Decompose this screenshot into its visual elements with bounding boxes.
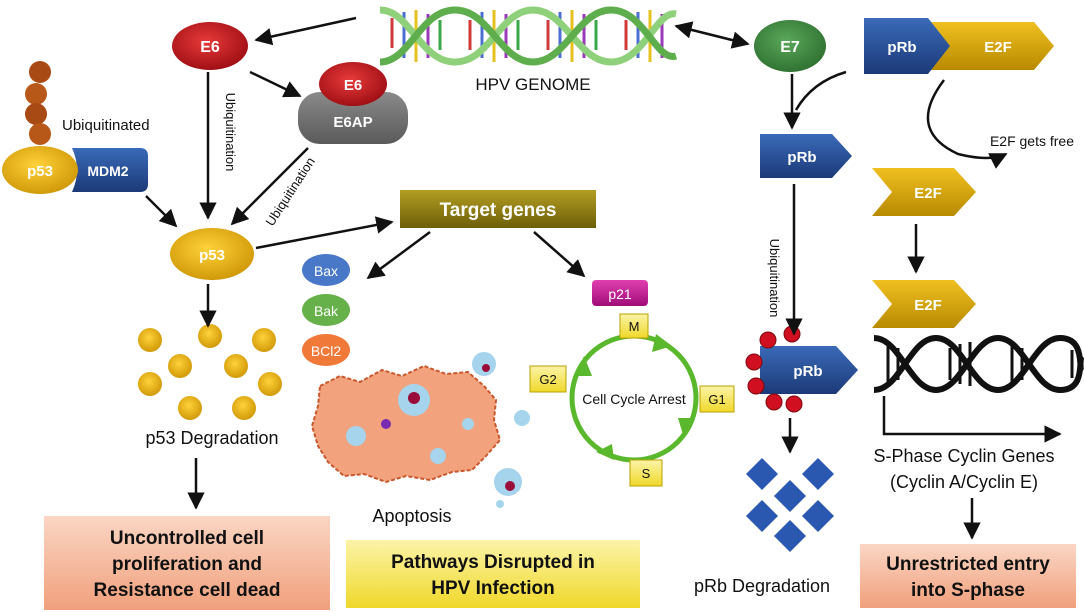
arrow-e2f-gets-free — [926, 79, 1008, 169]
cell-cycle-arrowheads-icon — [576, 334, 694, 460]
phase-m-box — [619, 313, 649, 339]
arrow-mdm2-to-p53 — [145, 195, 178, 228]
e2f-top-tag — [924, 22, 1054, 70]
target-genes-label: Target genes — [440, 200, 557, 221]
middle-footer-line1: Pathways Disrupted in — [391, 552, 595, 573]
prb-mid-tag — [760, 134, 852, 178]
cyclin-genes-line1: S-Phase Cyclin Genes — [873, 446, 1054, 466]
arrow-dna-to-cyclin — [882, 396, 1062, 443]
bak-protein — [302, 294, 350, 326]
e2f-low-label: E2F — [914, 297, 942, 314]
p53-label: p53 — [199, 247, 225, 264]
dna-helix-icon — [873, 334, 1084, 394]
target-genes-box — [400, 190, 596, 228]
p21-label: p21 — [608, 286, 632, 302]
bcl2-label: BCl2 — [311, 343, 342, 359]
hpv-genome-helix-icon — [379, 6, 677, 66]
p53-mdm2-protein — [2, 146, 78, 194]
prb-top-label: pRb — [887, 39, 916, 56]
arrow-genome-to-e7 — [674, 21, 750, 49]
phase-s-label: S — [642, 466, 651, 481]
e2f-mid-tag — [872, 168, 976, 216]
arrow-genome-to-e6 — [254, 16, 357, 46]
p53-degradation-label: p53 Degradation — [145, 428, 278, 448]
phase-s-box — [629, 459, 663, 487]
e2f-low-tag — [872, 280, 976, 328]
right-outcome-line2: into S-phase — [911, 580, 1025, 601]
ubiquitin-dots-icon — [745, 325, 803, 413]
arrow-e6-to-e6ap — [249, 70, 302, 98]
arrow-target-to-bax — [366, 230, 431, 280]
p53-fragments-icon — [138, 324, 282, 420]
p21-box — [592, 280, 648, 306]
e7-protein — [754, 20, 826, 72]
left-outcome-line1: Uncontrolled cell — [110, 528, 264, 549]
e6ap-label: E6AP — [333, 114, 372, 131]
phase-g1-label: G1 — [708, 392, 725, 407]
prb-ubiquitinated-label: pRb — [793, 363, 822, 380]
mdm2-label: MDM2 — [87, 163, 128, 179]
e2f-mid-label: E2F — [914, 185, 942, 202]
prb-top-tag — [864, 18, 950, 74]
phase-g2-label: G2 — [539, 372, 556, 387]
arrow-prb-curve — [794, 70, 847, 111]
prb-mid-label: pRb — [787, 149, 816, 166]
bax-protein — [302, 254, 350, 286]
left-outcome-box — [44, 516, 330, 610]
middle-footer-box — [346, 540, 640, 608]
hpv-genome-label: HPV GENOME — [475, 75, 590, 94]
right-outcome-line1: Unrestricted entry — [886, 554, 1050, 575]
phase-g1-box — [699, 385, 735, 413]
bcl2-protein — [302, 334, 350, 366]
p53-protein — [170, 228, 254, 280]
cell-cycle-arrest-label: Cell Cycle Arrest — [582, 391, 686, 407]
arrow-p53-to-target-genes — [255, 216, 394, 250]
e7-label: E7 — [780, 39, 800, 56]
ubiquitination-right-label: Ubiquitination — [767, 239, 782, 318]
e6-label: E6 — [200, 39, 220, 56]
phase-m-label: M — [629, 319, 640, 334]
ubiquitin-chain-icon — [25, 61, 51, 145]
apoptosis-label: Apoptosis — [372, 506, 451, 526]
p53-mdm2-label: p53 — [27, 163, 53, 180]
prb-degradation-label: pRb Degradation — [694, 576, 830, 596]
prb-ubiquitinated-tag — [760, 346, 858, 394]
e6ap-protein — [298, 92, 408, 144]
apoptotic-cell-icon — [310, 352, 530, 508]
bak-label: Bak — [314, 303, 339, 319]
arrow-e6ap-to-p53 — [230, 147, 309, 226]
right-outcome-box — [860, 544, 1076, 608]
e2f-top-label: E2F — [984, 39, 1012, 56]
ubiquitination-vertical-label: Ubiquitination — [223, 93, 238, 172]
e6-complex-protein — [319, 62, 387, 106]
phase-g2-box — [529, 365, 567, 393]
ubiquitinated-label: Ubiquitinated — [62, 117, 150, 134]
e6-complex-label: E6 — [344, 77, 362, 94]
left-outcome-line2: proliferation and — [112, 554, 262, 575]
left-outcome-line3: Resistance cell dead — [94, 580, 281, 601]
arrow-target-to-p21 — [533, 231, 586, 278]
cyclin-genes-line2: (Cyclin A/Cyclin E) — [890, 472, 1038, 492]
e6-protein — [172, 22, 248, 70]
middle-footer-line2: HPV Infection — [431, 578, 555, 599]
e2f-gets-free-label: E2F gets free — [990, 133, 1074, 149]
bax-label: Bax — [314, 263, 338, 279]
prb-fragments-icon — [746, 458, 834, 552]
pathway-arrows — [145, 16, 1062, 540]
mdm2-protein — [72, 148, 148, 192]
